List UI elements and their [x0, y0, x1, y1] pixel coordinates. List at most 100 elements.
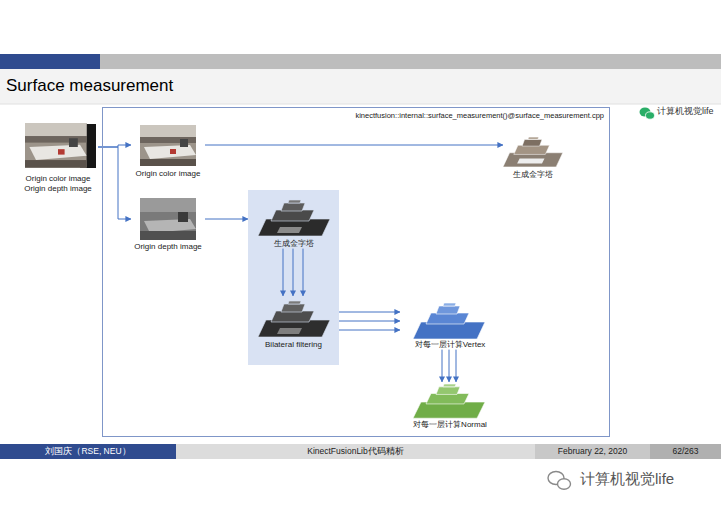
pyramid-detail	[277, 328, 302, 334]
pyramid-level	[443, 303, 456, 306]
title-band	[0, 69, 721, 104]
pyramid-level	[426, 313, 469, 324]
photo-object	[58, 149, 65, 154]
pyramid-level	[413, 322, 485, 339]
photo-object	[170, 149, 176, 154]
photo-ground	[25, 123, 87, 168]
filter-panel: 生成金字塔 Bilateral filtering	[248, 190, 339, 365]
brand-label: 计算机视觉life	[657, 105, 719, 117]
depth-ground	[140, 198, 196, 240]
footer-author: 刘国庆（RSE, NEU）	[0, 444, 176, 459]
depth-pyramid: 生成金字塔	[252, 196, 335, 249]
wechat-icon	[640, 108, 655, 120]
normal-pyramid-art	[413, 384, 485, 418]
photo-object	[69, 138, 78, 147]
node-label: Origin color image	[131, 169, 205, 179]
footer-author-band	[0, 444, 176, 459]
pyramid-level	[413, 402, 485, 418]
photo-object	[180, 139, 188, 147]
footer-date-band	[535, 444, 650, 459]
pyramid-level	[271, 311, 314, 322]
slide-title: Surface measurement	[6, 76, 173, 96]
footer-date: February 22, 2020	[535, 444, 650, 459]
node-label: 对每一层计算Normal	[400, 420, 500, 430]
pyramid-level	[281, 304, 305, 312]
filtered-pyramid-art	[258, 301, 330, 337]
pyramid-level	[503, 153, 563, 167]
flow-arrow	[449, 350, 450, 382]
watermark: 计算机视觉life	[580, 469, 710, 489]
flow-arrow	[293, 249, 294, 296]
depth-wall	[140, 198, 196, 212]
pyramid-level	[522, 139, 542, 146]
color-pyramid: 生成金字塔	[503, 134, 563, 180]
footer-title: KinectFusionLib代码精析	[176, 444, 535, 459]
flow-arrow	[303, 249, 304, 296]
pyramid-level	[528, 137, 539, 139]
pyramid-detail	[277, 227, 302, 233]
pyramid-level	[514, 145, 550, 154]
flow-arrow	[339, 312, 400, 313]
photo-wall	[140, 125, 196, 137]
header-bar-gray	[100, 54, 721, 69]
node-label: Origin depth image	[18, 184, 98, 194]
filtered-pyramid: Bilateral filtering	[252, 296, 335, 350]
node-label: 生成金字塔	[252, 239, 335, 249]
flow-arrow	[339, 321, 400, 322]
footer-page-band	[650, 444, 721, 459]
node-label: Bilateral filtering	[252, 340, 335, 350]
photo-wall	[25, 123, 87, 136]
vertex-pyramid-art	[413, 303, 485, 339]
normal-pyramid: 对每一层计算Normal	[400, 382, 500, 430]
node-label: Origin depth image	[131, 242, 205, 252]
depth-object	[178, 212, 188, 222]
photo-floor	[140, 159, 196, 166]
color-photo	[140, 125, 196, 166]
input-image: Origin color imageOrigin depth image	[18, 120, 98, 193]
flow-arrow	[442, 350, 443, 382]
pyramid-level	[258, 219, 330, 236]
depth-table	[144, 219, 196, 233]
header-bar-blue	[0, 54, 100, 69]
color-pyramid-art	[503, 137, 563, 167]
wechat-bubble	[646, 112, 655, 119]
wechat-bubble	[558, 479, 571, 490]
depth-image: Origin depth image	[131, 196, 205, 252]
footer-page: 62/263	[650, 444, 721, 459]
node-label: 对每一层计算Vertex	[400, 340, 500, 350]
node-label: Origin color image	[18, 174, 98, 184]
pyramid-level	[288, 301, 301, 304]
title-rule	[0, 104, 721, 105]
pyramid-level	[258, 320, 330, 337]
flow-arrow	[205, 145, 503, 146]
photo-ground	[140, 125, 196, 166]
node-label: kinectfusion::internal::surface_measurem…	[103, 111, 604, 120]
flow-arrow	[283, 249, 284, 296]
depth-floor	[140, 231, 196, 240]
flow-arrow	[456, 350, 457, 382]
vertex-pyramid: 对每一层计算Vertex	[400, 300, 500, 350]
node-label: 生成金字塔	[503, 170, 563, 180]
depth-photo	[140, 198, 196, 240]
pyramid-level	[288, 200, 301, 203]
pyramid-level	[281, 203, 305, 211]
depth-pyramid-art	[258, 200, 330, 236]
filter-panel-ground	[248, 190, 339, 365]
color-image: Origin color image	[131, 123, 205, 179]
input-photo	[25, 123, 96, 168]
pyramid-level	[426, 394, 469, 404]
function-frame: Origin color image 生成金字塔 Origin depth imag…	[102, 107, 610, 437]
pyramid-level	[436, 387, 460, 395]
flow-arrow	[339, 330, 400, 331]
photo-table	[144, 145, 196, 159]
footer-title-band	[176, 444, 535, 459]
pyramid-level	[436, 306, 460, 314]
photo-table	[29, 145, 86, 160]
photo-floor	[25, 160, 87, 168]
flow-arrow	[205, 219, 248, 220]
watermark-icon	[548, 472, 571, 490]
